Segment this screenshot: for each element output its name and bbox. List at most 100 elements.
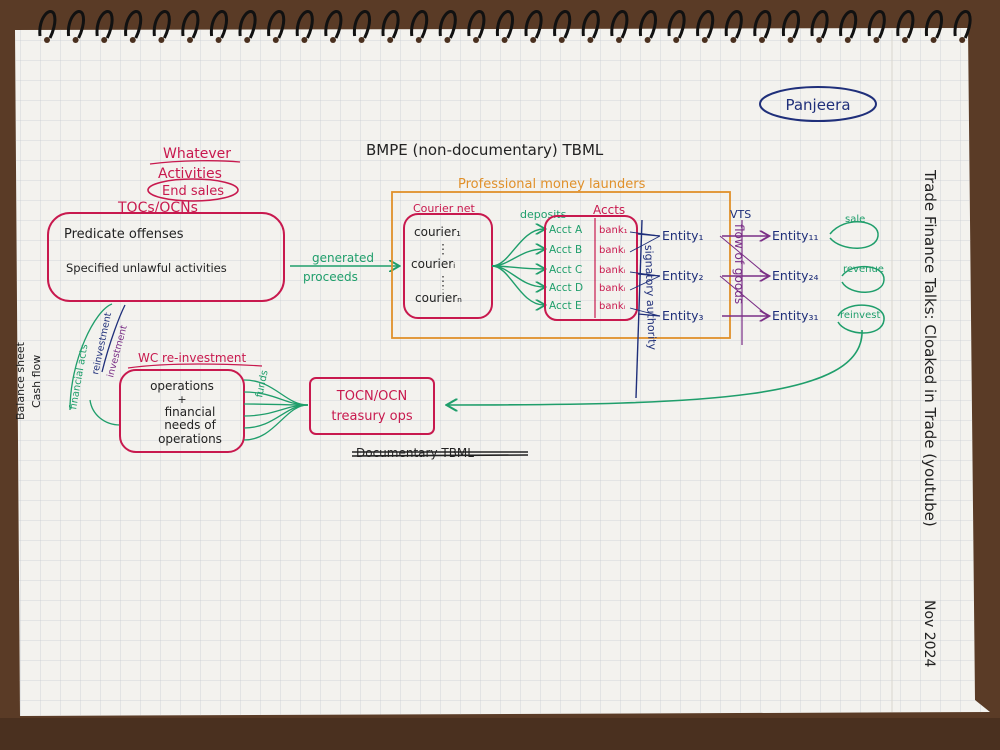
- signatory-label: signatory authority: [642, 245, 659, 351]
- ops-line-5: operations: [158, 432, 222, 446]
- end-sales-oval: [147, 178, 239, 202]
- spiral-hole: [530, 37, 537, 43]
- bank-label: bankᵢ: [599, 301, 626, 312]
- spiral-hole: [873, 37, 880, 43]
- funds-arrows: [243, 379, 309, 441]
- bank-label: bank₁: [599, 225, 628, 236]
- operations-box: [119, 369, 245, 453]
- entity-right: Entity₁₁: [772, 228, 819, 243]
- courier-net-label: Courier net: [413, 202, 475, 215]
- spiral-hole: [759, 37, 765, 43]
- spiral-hole: [415, 37, 422, 43]
- spiral-hole: [787, 37, 794, 43]
- spiral-ring: [495, 10, 515, 39]
- spiral-ring: [924, 10, 944, 39]
- entity-right: Entity₃₁: [772, 308, 819, 323]
- account-label: Acct A: [549, 224, 583, 236]
- reinvest-return-arrow: [448, 329, 863, 405]
- bank-link: [629, 307, 661, 317]
- spiral-hole: [501, 37, 508, 43]
- spiral-hole: [444, 37, 451, 43]
- reinvest-loop: [837, 304, 885, 334]
- predicate-label: Predicate offenses: [64, 227, 184, 242]
- treasury-box: [309, 377, 435, 435]
- spiral-hole: [644, 37, 651, 43]
- spiral-hole: [959, 37, 966, 43]
- bank-label: bankᵢ: [599, 245, 626, 256]
- spiral-hole: [101, 37, 108, 43]
- spiral-hole: [387, 37, 394, 43]
- spiral-ring: [410, 10, 429, 39]
- spiral-hole: [244, 37, 251, 43]
- account-label: Acct B: [549, 244, 582, 256]
- generated-label: generated: [312, 251, 374, 265]
- spiral-ring: [352, 10, 372, 39]
- bank-link: [629, 275, 661, 291]
- courier-1: courier₁: [414, 225, 461, 239]
- entity-right: Entity₂₄: [772, 268, 819, 283]
- spiral-hole: [902, 37, 908, 43]
- balance-sheet-label: Balance sheet: [14, 341, 27, 420]
- struck-text: Documentary TBML: [356, 446, 474, 460]
- entity-left: Entity₃: [662, 308, 704, 323]
- spiral-hole: [158, 37, 165, 43]
- proceeds-label: proceeds: [303, 270, 358, 284]
- spiral-hole: [930, 37, 937, 43]
- spiral-ring: [124, 10, 143, 39]
- courier-n: courierₙ: [415, 291, 462, 305]
- whatever-label: Whatever: [163, 146, 231, 162]
- spiral-ring: [238, 10, 257, 39]
- bank-link: [629, 235, 661, 253]
- spiral-ring: [953, 10, 972, 39]
- spiral-ring: [839, 10, 858, 39]
- spiral-hole: [558, 37, 565, 43]
- treasury-line-1: TOCN/OCN: [336, 389, 407, 404]
- spiral-ring: [810, 10, 829, 39]
- bank-link: [629, 271, 661, 277]
- spiral-ring: [209, 10, 229, 39]
- spiral-hole: [72, 37, 79, 43]
- spiral-ring: [724, 10, 743, 39]
- spiral-binding: [38, 10, 972, 43]
- spiral-hole: [701, 37, 708, 43]
- deposit-arrows: [491, 229, 544, 305]
- revenue-label: revenue: [843, 264, 884, 275]
- reinvestment-curve: [101, 304, 126, 373]
- account-label: Acct E: [549, 300, 582, 312]
- account-label: Acct C: [549, 264, 582, 276]
- spiral-hole: [301, 37, 308, 43]
- spiral-ring: [152, 10, 171, 39]
- reinvest-label: reinvest: [840, 310, 880, 321]
- ops-line-1: operations: [150, 379, 214, 393]
- spiral-hole: [330, 37, 336, 43]
- grid-lines: [15, 28, 990, 716]
- account-label: Acct D: [549, 282, 583, 294]
- ops-line-4: needs of: [164, 418, 216, 432]
- panjeera-label: Panjeera: [785, 96, 850, 114]
- spiral-hole: [44, 37, 50, 43]
- spiral-ring: [267, 10, 286, 39]
- side-note: Trade Finance Talks: Cloaked in Trade (y…: [921, 169, 939, 527]
- spiral-hole: [587, 37, 594, 43]
- wc-label: WC re-investment: [138, 351, 247, 365]
- spiral-ring: [295, 10, 314, 39]
- sale-label: sale: [845, 214, 865, 225]
- cash-flow-label: Cash flow: [30, 355, 43, 408]
- spiral-hole: [272, 37, 279, 43]
- goods-cross-link: [719, 275, 769, 317]
- spiral-ring: [867, 10, 886, 39]
- accts-box: [544, 215, 638, 321]
- activities-label: Activities: [158, 166, 222, 182]
- signatory-line: [635, 219, 643, 399]
- bank-label: bankᵢ: [599, 283, 626, 294]
- ops-line-3: financial: [165, 405, 216, 419]
- spiral-hole: [473, 37, 479, 43]
- specified-label: Specified unlawful activities: [66, 261, 227, 275]
- side-date: Nov 2024: [921, 600, 937, 667]
- accts-label: Accts: [593, 203, 625, 217]
- desk-surface: [0, 718, 1000, 750]
- spiral-hole: [616, 37, 622, 43]
- spiral-ring: [638, 10, 658, 39]
